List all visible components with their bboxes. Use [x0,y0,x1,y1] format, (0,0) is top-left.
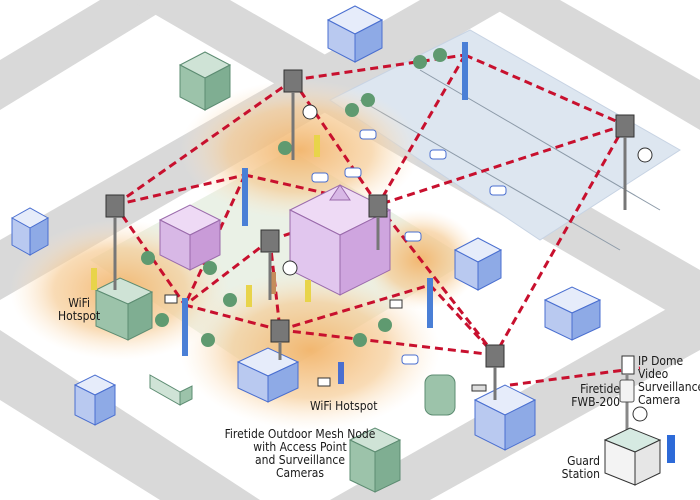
surveillance-camera-icon [471,384,487,392]
mesh-node-icon [260,229,298,300]
tree-icon [413,55,427,69]
people [91,135,675,463]
tree-icon [345,103,359,117]
wifi-hotspot-label-bottom: WiFi Hotspot [310,399,378,413]
laptop-icon [389,299,403,309]
building-pink-icon [158,204,222,271]
tree-icon [141,251,155,265]
building-icon [94,277,154,341]
dome-camera-icon [302,104,318,120]
car-icon [311,172,329,183]
tree-icon [353,333,367,347]
wifi-hotspot-label-left: WiFi Hotspot [58,296,101,323]
mesh-nodes [105,69,653,400]
person-icon [667,435,675,463]
parking-lot [329,29,681,241]
building-icon [326,5,384,63]
person-icon [314,135,320,157]
mesh-node-icon [270,319,290,360]
car-icon [401,354,419,365]
person-icon [246,285,252,307]
kiosk-icon [424,374,456,416]
person-icon [338,362,344,384]
fwb-200-label: Firetide FWB-200 [571,382,620,409]
building-icon [178,51,232,111]
mesh-node-icon [283,69,318,160]
car-icon [404,231,422,242]
building-icon [73,374,117,426]
tree-icon [201,333,215,347]
building-icon [236,347,300,403]
laptop-icon [164,294,178,304]
mesh-node-icon [471,344,505,400]
dome-camera-icon [632,406,648,422]
person-icon [305,280,311,302]
tree-icon [361,93,375,107]
antenna-panel-icon [621,355,635,375]
mesh-node-icon [105,194,125,290]
guard-booth-icon [603,427,662,486]
mesh-node-label: Firetide Outdoor Mesh Node with Access P… [224,427,376,480]
laptop-icon [317,377,331,387]
trees [141,48,447,347]
dome-camera-icon [282,260,298,276]
building-icon [473,384,537,451]
ip-dome-camera-label: IP Dome Video Surveillance Camera [638,354,700,407]
tree-icon [155,313,169,327]
tree-icon [433,48,447,62]
person-icon [91,268,97,290]
tree-icon [378,318,392,332]
truck-icon [149,374,193,406]
tree-icon [223,293,237,307]
car-icon [359,129,377,140]
guard-station-label: Guard Station [561,454,600,481]
car-icon [489,185,507,196]
mesh-node-icon [368,194,388,250]
building-icon [543,286,602,341]
wifi-access-pole-icon [182,42,468,356]
person-icon [270,272,276,294]
tree-icon [278,141,292,155]
building-icon [10,207,50,256]
church-building-icon [288,184,392,296]
car-icon [429,149,447,160]
cars [311,129,507,365]
mesh-node-icon [615,114,653,210]
building-icon [453,237,503,291]
laptops [164,294,403,387]
building-icon [348,427,402,493]
car-icon [344,167,362,178]
tree-icon [203,261,217,275]
dome-camera-icon [637,147,653,163]
